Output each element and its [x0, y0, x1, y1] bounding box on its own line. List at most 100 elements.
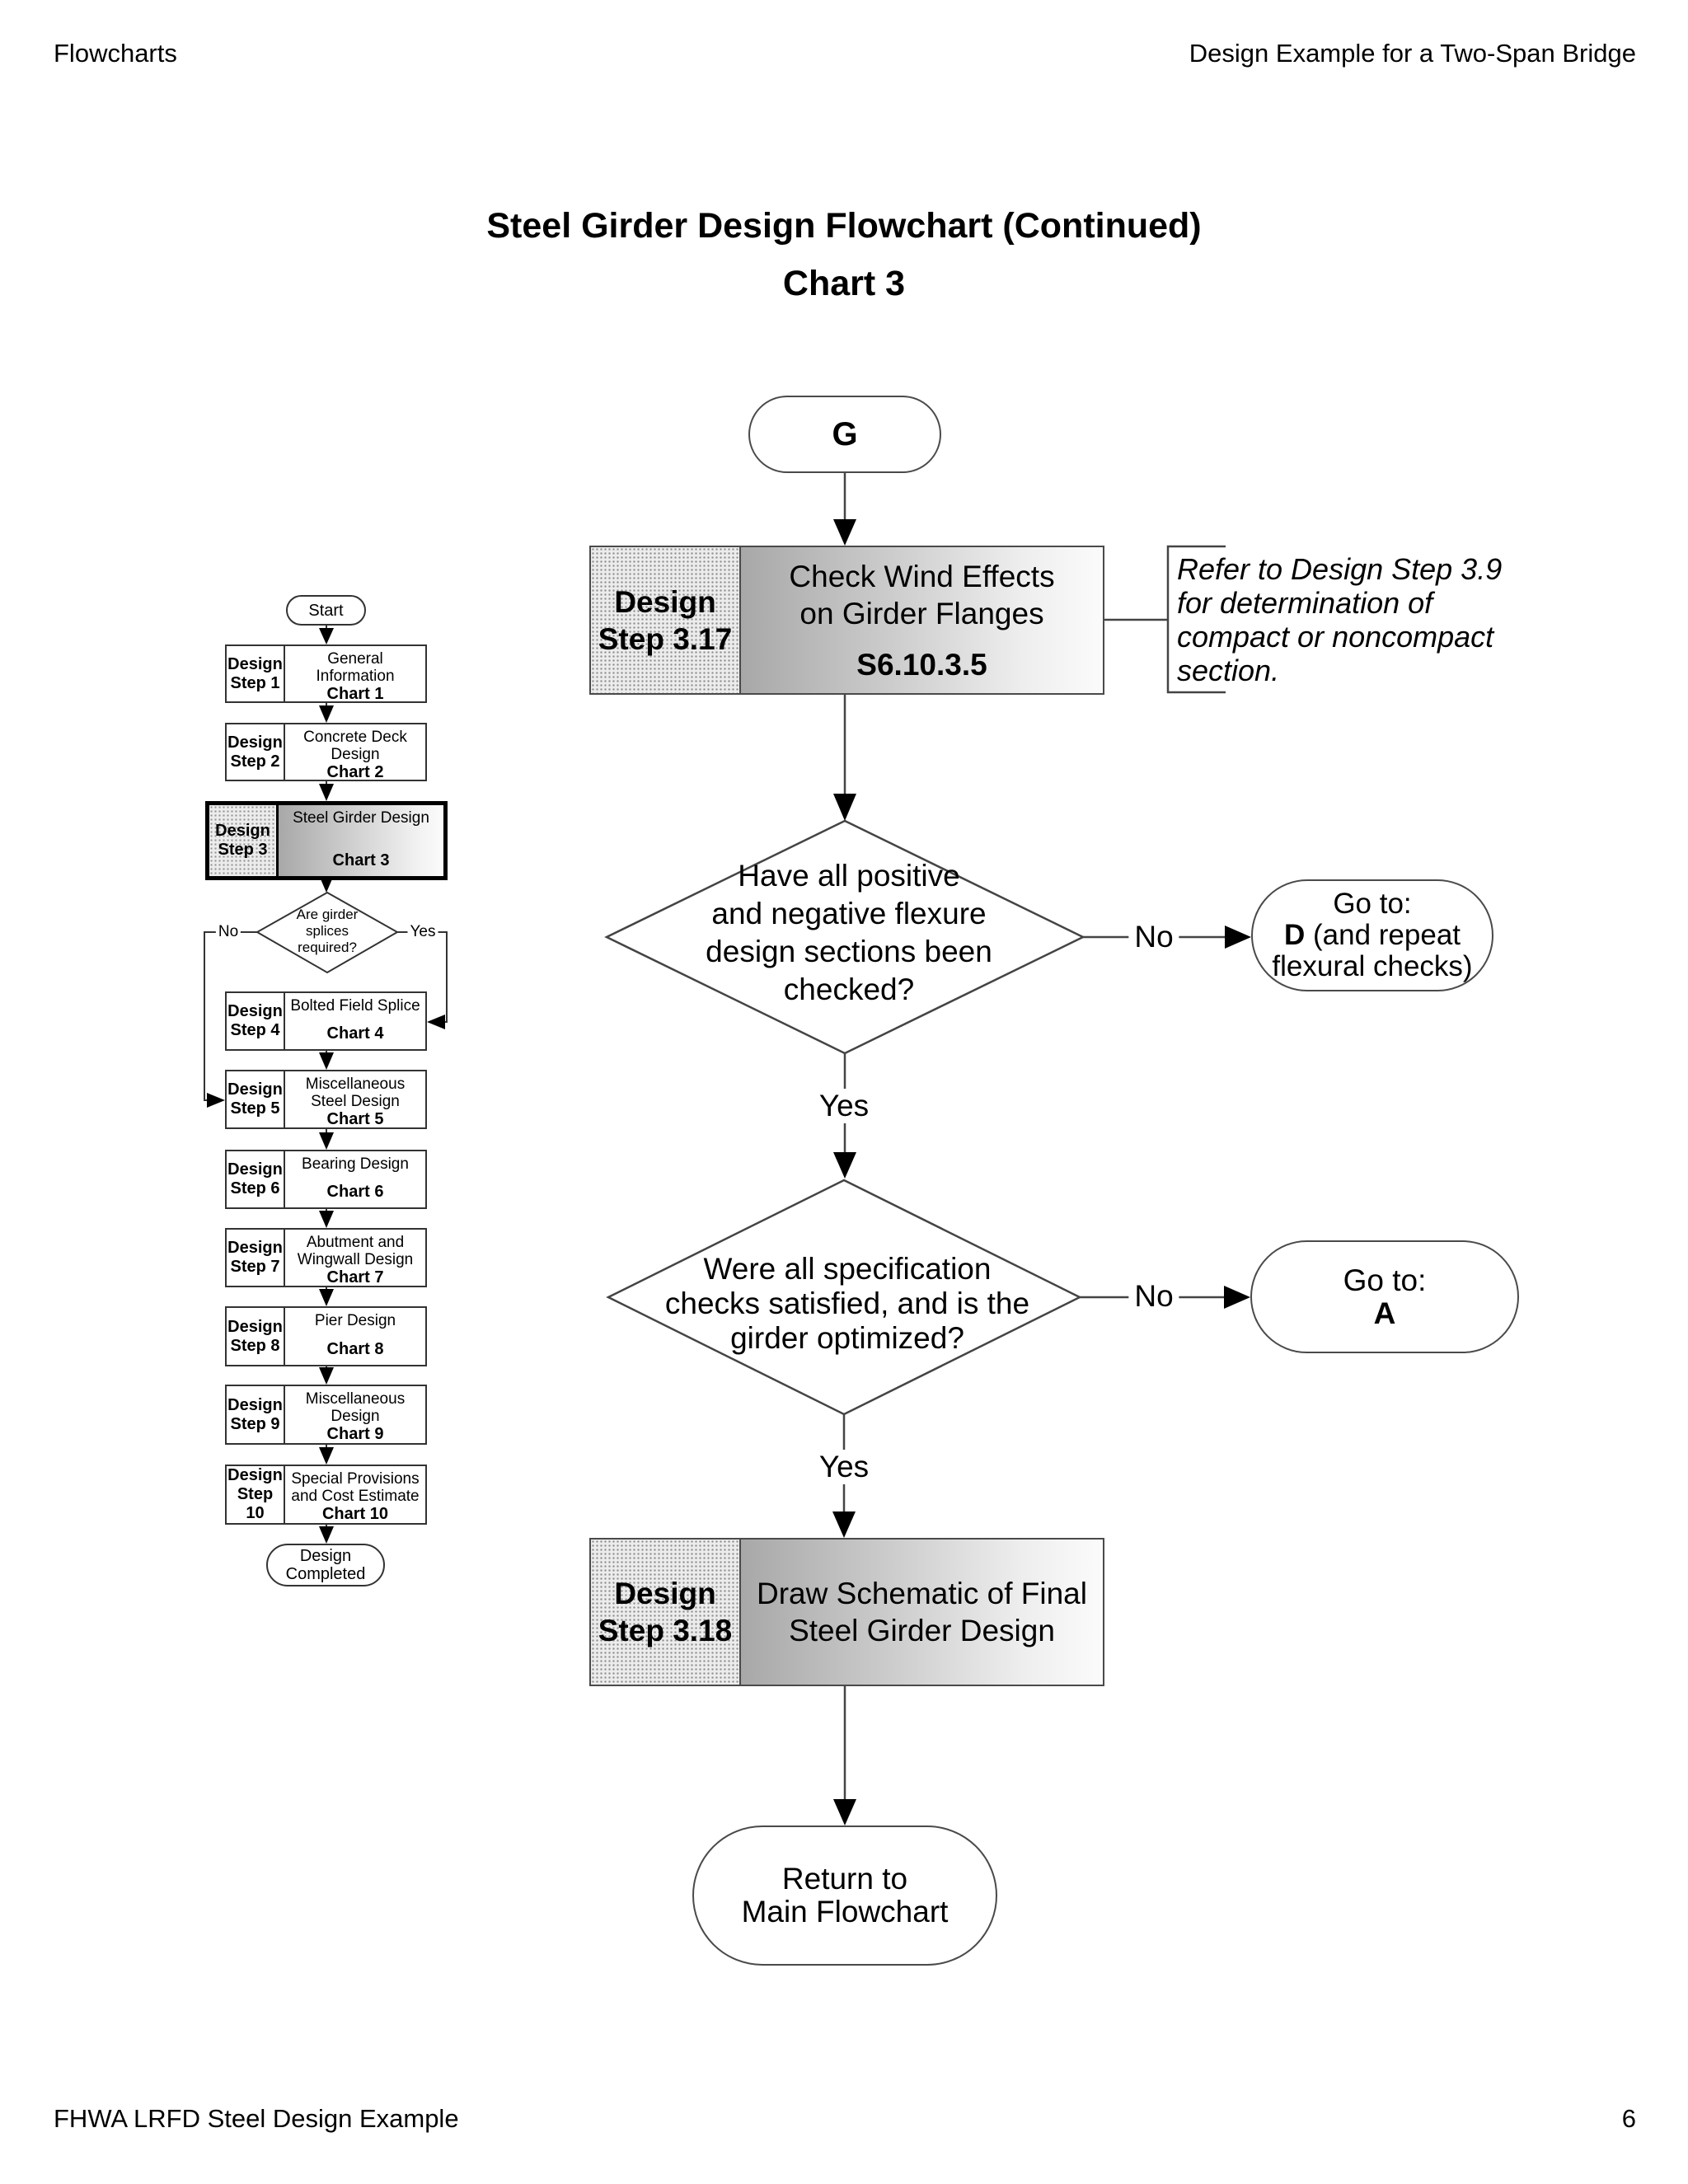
decision2-text: Were all specification checks satisfied,…: [617, 1252, 1078, 1356]
mini-step-2: Design Step 2 Concrete Deck Design Chart…: [225, 723, 427, 781]
mini-step-7-body: Abutment and Wingwall Design Chart 7: [285, 1230, 425, 1286]
decision1-line1: Have all positive: [738, 859, 960, 893]
decision1-no-label: No: [1128, 920, 1179, 954]
mini-step-7-label: Design Step 7: [227, 1230, 285, 1286]
goto-d-line1: Go to:: [1333, 888, 1412, 920]
decision2-no-label: No: [1128, 1279, 1179, 1314]
mini-step-2-title: Concrete Deck Design: [303, 729, 407, 763]
mini-step-5-chart: Chart 5: [326, 1110, 384, 1128]
connector-g-label: G: [832, 416, 858, 452]
note-line1: Refer to Design Step 3.9: [1177, 552, 1503, 586]
decision1-line2: and negative flexure: [711, 897, 987, 930]
return-line2: Main Flowchart: [741, 1895, 949, 1929]
page-title: Steel Girder Design Flowchart (Continued…: [486, 206, 1202, 246]
mini-step-8-label: Design Step 8: [227, 1308, 285, 1365]
step-3-17-label: Design Step 3.17: [591, 547, 741, 693]
arrowhead: [832, 1511, 856, 1538]
mini-step-5: Design Step 5 Miscellaneous Steel Design…: [225, 1070, 427, 1129]
mini-arrowhead: [319, 1211, 334, 1228]
mini-step-9-chart: Chart 9: [326, 1425, 384, 1443]
mini-step-4-chart: Chart 4: [326, 1024, 384, 1043]
mini-arrowhead: [319, 1367, 334, 1385]
goto-a-oval: Go to: A: [1250, 1240, 1519, 1353]
mini-no-label: No: [215, 923, 241, 941]
return-oval: Return to Main Flowchart: [692, 1825, 997, 1966]
mini-step-6-title: Bearing Design: [302, 1155, 409, 1173]
step-3-17-spec-ref: S6.10.3.5: [856, 647, 987, 682]
step-3-17-body: Check Wind Effects on Girder Flanges S6.…: [741, 547, 1103, 693]
mini-arrowhead: [319, 628, 334, 644]
mini-step-8-body: Pier Design Chart 8: [285, 1308, 425, 1365]
mini-arrowhead-right: [207, 1093, 225, 1108]
goto-a-line1: Go to:: [1343, 1263, 1427, 1297]
arrowhead: [1225, 926, 1251, 949]
mini-step-1-title: General Information: [316, 650, 395, 685]
step-3-18-text-line2: Steel Girder Design: [789, 1614, 1055, 1647]
decision2-line1: Were all specification: [703, 1252, 992, 1286]
decision1-line4: checked?: [783, 972, 915, 1006]
step-3-18-body: Draw Schematic of Final Steel Girder Des…: [741, 1540, 1103, 1685]
arrowhead: [833, 519, 856, 546]
mini-arrowhead: [319, 1132, 334, 1150]
step-3-17-label-line1: Design: [614, 584, 716, 619]
decision1-diamond: [604, 819, 1085, 1055]
footer-left: FHWA LRFD Steel Design Example: [54, 2104, 459, 2133]
mini-step-6: Design Step 6 Bearing Design Chart 6: [225, 1150, 427, 1209]
mini-step-3-label: Design Step 3: [209, 805, 279, 876]
mini-step-9-body: Miscellaneous Design Chart 9: [285, 1386, 425, 1443]
step-3-18-label-line1: Design: [614, 1577, 716, 1610]
mini-decision-line1: Are girder: [296, 907, 359, 922]
goto-d-oval: Go to: D (and repeat flexural checks): [1251, 879, 1493, 991]
mini-step-2-chart: Chart 2: [326, 763, 384, 781]
mini-step-3-chart: Chart 3: [332, 851, 390, 869]
mini-step-8-title: Pier Design: [314, 1312, 396, 1329]
process-step-3-17: Design Step 3.17 Check Wind Effects on G…: [589, 546, 1104, 695]
goto-d-line2: D (and repeat: [1284, 920, 1461, 951]
mini-step-7-chart: Chart 7: [326, 1268, 384, 1286]
mini-step-7-title: Abutment and Wingwall Design: [297, 1234, 414, 1268]
step-3-17-text-line2: on Girder Flanges: [799, 596, 1044, 630]
goto-a-letter: A: [1373, 1296, 1396, 1330]
step-3-18-text-line1: Draw Schematic of Final: [757, 1577, 1087, 1610]
mini-step-5-title: Miscellaneous Steel Design: [305, 1076, 406, 1110]
mini-step-4: Design Step 4 Bolted Field Splice Chart …: [225, 991, 427, 1051]
mini-step-6-chart: Chart 6: [326, 1183, 384, 1201]
decision2-diamond: [606, 1179, 1082, 1416]
annotation-note: Refer to Design Step 3.9 for determinati…: [1177, 552, 1502, 687]
header-right: Design Example for a Two-Span Bridge: [1189, 39, 1636, 68]
mini-arrowhead: [319, 705, 334, 723]
goto-d-line3: flexural checks): [1272, 950, 1473, 982]
mini-arrowhead: [319, 1447, 334, 1465]
mini-step-2-label: Design Step 2: [227, 724, 285, 780]
mini-step-1-label: Design Step 1: [227, 646, 285, 701]
decision2-yes-label: Yes: [813, 1450, 875, 1484]
mini-step-8-chart: Chart 8: [326, 1340, 384, 1358]
mini-step-3-body: Steel Girder Design Chart 3: [279, 805, 443, 876]
mini-step-5-label: Design Step 5: [227, 1071, 285, 1127]
note-bracket: [1166, 545, 1226, 694]
note-line2: for determination of: [1177, 586, 1433, 620]
mini-arrowhead: [319, 1289, 334, 1306]
mini-completed-oval: Design Completed: [266, 1544, 385, 1586]
page-subtitle: Chart 3: [782, 264, 906, 303]
arrowhead: [833, 1152, 856, 1179]
decision2-line2: checks satisfied, and is the: [664, 1286, 1030, 1320]
mini-step-10-label: Design Step 10: [227, 1466, 285, 1523]
mini-step-4-title: Bolted Field Splice: [290, 997, 420, 1015]
decision1-line3: design sections been: [706, 935, 992, 968]
step-3-18-label: Design Step 3.18: [591, 1540, 741, 1685]
decision2-line3: girder optimized?: [730, 1321, 964, 1355]
decision1-yes-label: Yes: [813, 1089, 875, 1123]
connector-g-oval: G: [748, 396, 941, 473]
mini-step-1-body: General Information Chart 1: [285, 646, 425, 703]
mini-step-6-body: Bearing Design Chart 6: [285, 1151, 425, 1207]
mini-step-4-body: Bolted Field Splice Chart 4: [285, 993, 425, 1049]
mini-arrowhead-left: [427, 1015, 445, 1029]
note-line4: section.: [1177, 654, 1280, 687]
mini-step-10-title: Special Provisions and Cost Estimate: [291, 1470, 420, 1505]
goto-d-letter: D: [1283, 919, 1306, 951]
mini-step-10: Design Step 10 Special Provisions and Co…: [225, 1465, 427, 1525]
mini-step-1-chart: Chart 1: [326, 685, 384, 703]
arrowhead: [833, 794, 856, 821]
